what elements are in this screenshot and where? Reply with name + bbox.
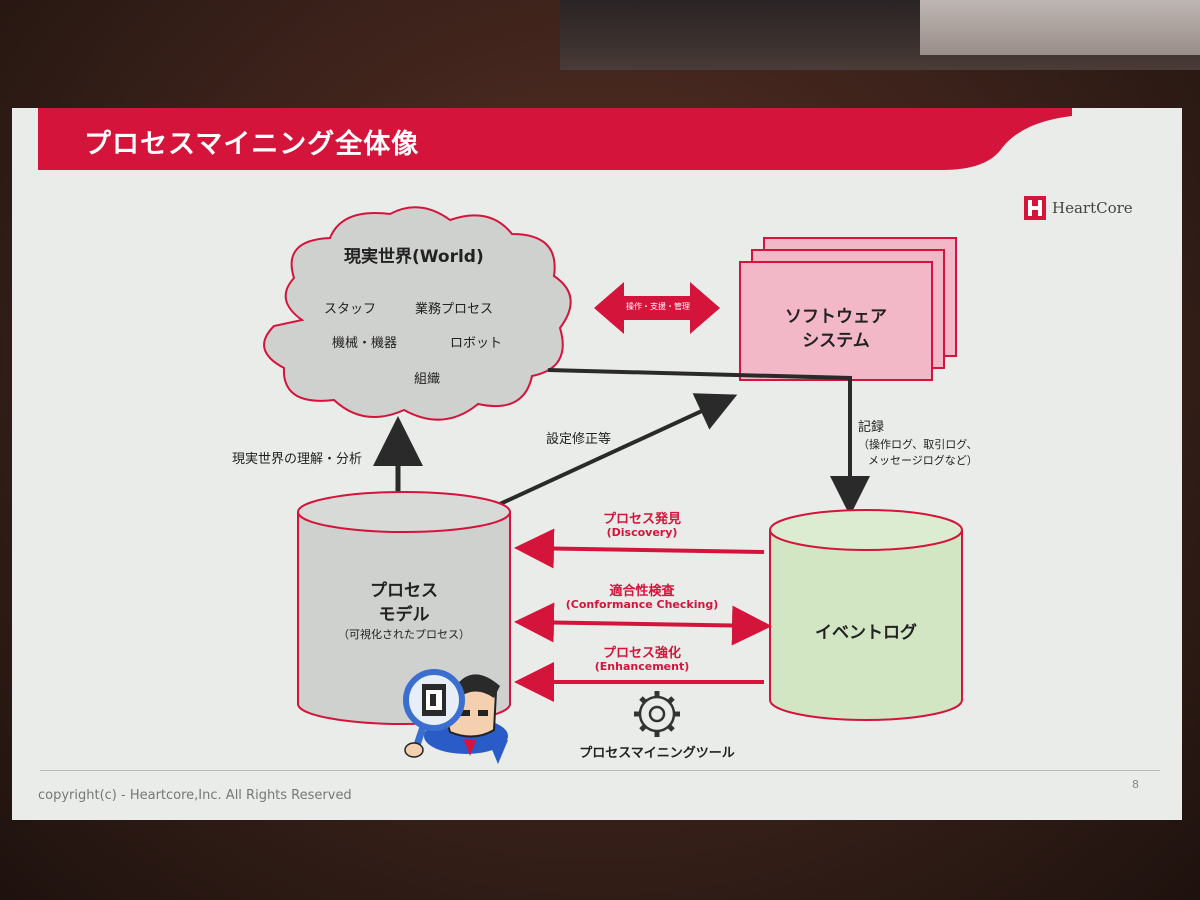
double-arrow-label: 操作・支援・管理 xyxy=(626,302,690,311)
tool-label: プロセスマイニングツール xyxy=(579,746,735,761)
conformance-arrow-left xyxy=(514,602,643,643)
footer-line xyxy=(40,770,1160,771)
logo-text: HeartCore xyxy=(1052,199,1133,217)
software-label-line2: システム xyxy=(802,331,870,351)
cloud-title: 現実世界(World) xyxy=(344,247,484,267)
config-arrow xyxy=(499,393,738,506)
config-label: 設定修正等 xyxy=(546,432,612,447)
event-log-label: イベントログ xyxy=(815,623,917,643)
record-arrow xyxy=(547,368,870,516)
record-detail-1: （操作ログ、取引ログ、 xyxy=(858,438,978,451)
event-log-cylinder xyxy=(769,509,963,721)
conformance-arrow-right xyxy=(641,605,772,646)
gear-icon xyxy=(634,691,680,737)
software-label-line1: ソフトウェア xyxy=(785,307,887,327)
heartcore-logo: HeartCore xyxy=(1024,196,1133,220)
cloud-item-organization: 組織 xyxy=(414,372,441,387)
enhancement-label-jp: プロセス強化 xyxy=(602,646,681,661)
page-number: 8 xyxy=(1132,778,1139,791)
cloud-item-robot: ロボット xyxy=(450,336,503,351)
discovery-label-en: (Discovery) xyxy=(606,526,678,539)
magnifier-mascot-icon xyxy=(403,669,508,764)
process-model-cylinder xyxy=(297,491,511,725)
conformance-label-en: (Conformance Checking) xyxy=(565,598,719,611)
record-detail-2: メッセージログなど） xyxy=(868,454,978,467)
slide: プロセスマイニング全体像 HeartCore xyxy=(12,108,1182,820)
double-arrow xyxy=(594,282,720,334)
cloud-item-staff: スタッフ xyxy=(324,302,377,317)
discovery-label-jp: プロセス発見 xyxy=(602,512,681,527)
title-banner xyxy=(12,108,1182,170)
understanding-label: 現実世界の理解・分析 xyxy=(232,452,363,467)
heartcore-logo-icon xyxy=(1024,196,1046,220)
process-model-line2: モデル xyxy=(378,605,430,625)
diagram-canvas xyxy=(263,206,963,764)
world-cloud xyxy=(263,206,572,421)
process-model-line1: プロセス xyxy=(370,581,438,601)
cloud-item-machines: 機械・機器 xyxy=(332,336,398,351)
discovery-arrow xyxy=(514,528,765,569)
enhancement-label-en: (Enhancement) xyxy=(594,660,690,673)
slide-title: プロセスマイニング全体像 xyxy=(84,129,420,160)
ceiling-light xyxy=(920,0,1200,55)
software-system-stack xyxy=(739,237,957,381)
cloud-item-business-process: 業務プロセス xyxy=(415,302,494,317)
conformance-label-jp: 適合性検査 xyxy=(609,584,675,599)
process-model-line3: （可視化されたプロセス） xyxy=(338,628,470,641)
record-title: 記録 xyxy=(858,420,885,435)
copyright-text: copyright(c) - Heartcore,Inc. All Rights… xyxy=(38,788,352,803)
